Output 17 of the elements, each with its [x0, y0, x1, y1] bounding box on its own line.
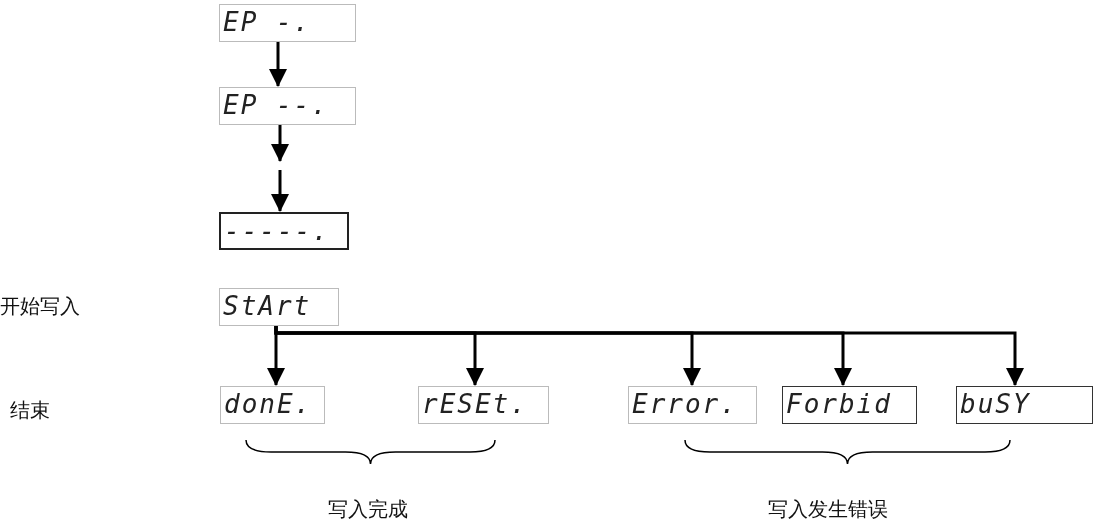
arrow [271, 170, 289, 212]
lcd-display: EP --. [219, 87, 356, 125]
group-label: 写入发生错误 [768, 496, 888, 523]
lcd-display: donE. [220, 386, 325, 424]
lcd-display: EP -. [219, 4, 356, 42]
group-label: 写入完成 [328, 496, 408, 523]
lcd-display: buSY [956, 386, 1093, 424]
row-label: 结束 [10, 397, 50, 424]
lcd-display: Forbid [782, 386, 917, 424]
lcd-display: -----. [219, 212, 349, 250]
row-label: 开始写入 [0, 293, 80, 320]
arrow [274, 325, 1024, 386]
lcd-display: Error. [628, 386, 757, 424]
arrow [269, 42, 287, 87]
arrow [271, 125, 289, 162]
lcd-display: rESEt. [418, 386, 549, 424]
lcd-display: StArt [219, 288, 339, 326]
